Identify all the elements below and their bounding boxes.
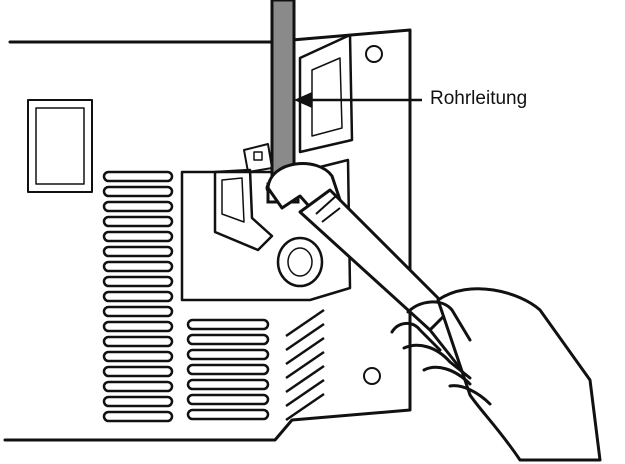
screw-hole-top xyxy=(365,45,383,63)
mounting-bracket xyxy=(298,33,354,154)
pipe xyxy=(270,0,296,186)
vent-slots-middle xyxy=(186,318,270,421)
screw-hole-bottom xyxy=(363,367,381,385)
hand xyxy=(390,287,602,462)
pipe-clip xyxy=(243,143,273,173)
label-plate xyxy=(27,99,93,193)
valve-body xyxy=(213,168,274,252)
pipe-label: Rohrleitung xyxy=(430,88,528,109)
unit-outline xyxy=(3,28,412,442)
valve-fitting xyxy=(276,236,324,288)
vent-slots-right xyxy=(285,308,325,422)
vent-slots-left xyxy=(102,170,174,423)
callout-arrow xyxy=(294,92,422,108)
wrench xyxy=(266,162,480,370)
